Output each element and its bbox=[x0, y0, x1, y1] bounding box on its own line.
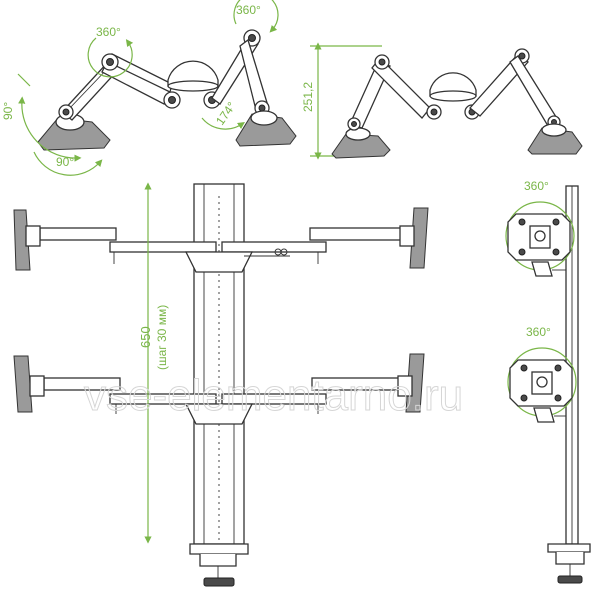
side-view bbox=[505, 185, 591, 584]
label-rotation-top-right: 360° bbox=[236, 3, 261, 17]
label-pole-length: 650 bbox=[138, 326, 153, 348]
label-pole-step: (шаг 30 мм) bbox=[155, 305, 169, 370]
label-height-dimension: 251,2 bbox=[301, 82, 315, 112]
front-view bbox=[13, 182, 429, 587]
top-right-arm-view bbox=[310, 42, 583, 160]
label-rotation-side-upper: 360° bbox=[524, 179, 549, 193]
label-rotation-top-left: 360° bbox=[96, 25, 121, 39]
upper-vesa-plate bbox=[505, 201, 575, 277]
lower-vesa-plate bbox=[507, 347, 577, 423]
label-rotation-side-lower: 360° bbox=[526, 325, 551, 339]
top-left-arm-view bbox=[17, 0, 297, 176]
label-angle-left-horizontal: 90° bbox=[56, 155, 74, 169]
label-angle-left-vertical: 90° bbox=[1, 102, 15, 120]
watermark: vse-elementarno.ru bbox=[84, 371, 463, 420]
